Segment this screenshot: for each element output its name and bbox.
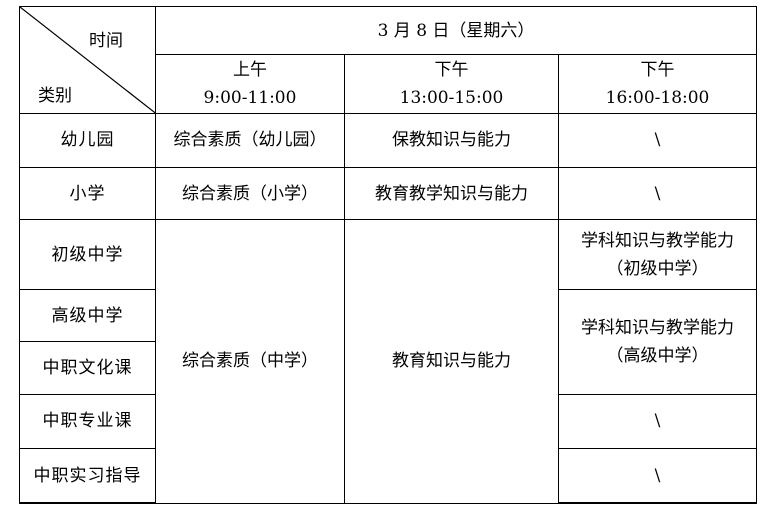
subject-cell: 综合素质（小学） bbox=[155, 167, 345, 221]
subject-cell: 学科知识与教学能力 （初级中学） bbox=[557, 219, 758, 290]
session-header-2: 下午 13:00-15:00 bbox=[344, 54, 559, 114]
table-row: 小学 综合素质（小学） 教育教学知识与能力 \ bbox=[19, 167, 758, 221]
category-header-label: 类别 bbox=[38, 85, 72, 106]
category-cell: 初级中学 bbox=[19, 219, 156, 290]
session-time-3: 16:00-18:00 bbox=[605, 88, 710, 109]
session-period-2: 下午 bbox=[434, 59, 469, 80]
subject-cell: \ bbox=[557, 112, 758, 169]
header-corner-cell: 时间 类别 bbox=[19, 6, 156, 114]
subject-cell: 保教知识与能力 bbox=[344, 112, 559, 169]
table-row: 中职实习指导 \ bbox=[19, 448, 758, 505]
subject-cell: \ bbox=[557, 448, 758, 505]
diagonal-divider bbox=[20, 7, 155, 113]
session-header-3: 下午 16:00-18:00 bbox=[557, 54, 758, 114]
date-header: 3 月 8 日（星期六） bbox=[154, 5, 758, 56]
subject-cell: 学科知识与教学能力 （高级中学） bbox=[557, 288, 758, 395]
category-cell: 幼儿园 bbox=[19, 112, 156, 169]
category-cell: 小学 bbox=[19, 167, 156, 221]
subject-line: 学科知识与教学能力 bbox=[581, 230, 734, 251]
category-cell: 中职文化课 bbox=[19, 341, 156, 395]
header-row-date: 时间 类别 3 月 8 日（星期六） bbox=[19, 5, 758, 114]
table-row: 幼儿园 综合素质（幼儿园） 保教知识与能力 \ bbox=[19, 112, 758, 169]
table-row: 初级中学 综合素质（中学） 教育知识与能力 学科知识与教学能力 （初级中学） bbox=[19, 219, 758, 504]
table-row: 中职文化课 bbox=[19, 341, 757, 395]
table-row: 高级中学 学科知识与教学能力 （高级中学） bbox=[19, 288, 758, 395]
header-row-sessions: 上午 9:00-11:00 下午 13:00-15:00 下午 16:00-18… bbox=[20, 54, 758, 114]
session-header-1: 上午 9:00-11:00 bbox=[155, 54, 345, 114]
category-cell: 高级中学 bbox=[19, 288, 156, 343]
subject-line: （高级中学） bbox=[606, 345, 709, 366]
subject-cell-merged: 教育知识与能力 bbox=[344, 219, 559, 504]
subject-cell: 综合素质（幼儿园） bbox=[155, 112, 345, 169]
session-period-1: 上午 bbox=[233, 59, 267, 80]
category-cell: 中职实习指导 bbox=[19, 448, 156, 505]
exam-schedule-table: 时间 类别 3 月 8 日（星期六） 上午 9:00-11:00 下午 13:0… bbox=[19, 5, 758, 505]
subject-cell: \ bbox=[557, 167, 758, 221]
time-header-label: 时间 bbox=[89, 31, 123, 51]
session-time-1: 9:00-11:00 bbox=[203, 88, 297, 109]
subject-line: 学科知识与教学能力 bbox=[581, 317, 734, 338]
subject-cell: 教育教学知识与能力 bbox=[344, 167, 559, 221]
subject-line: （初级中学） bbox=[606, 258, 709, 279]
session-time-2: 13:00-15:00 bbox=[399, 88, 504, 109]
category-cell: 中职专业课 bbox=[19, 393, 156, 450]
session-period-3: 下午 bbox=[640, 59, 675, 80]
subject-cell: \ bbox=[557, 393, 758, 450]
subject-cell-merged: 综合素质（中学） bbox=[155, 219, 345, 504]
